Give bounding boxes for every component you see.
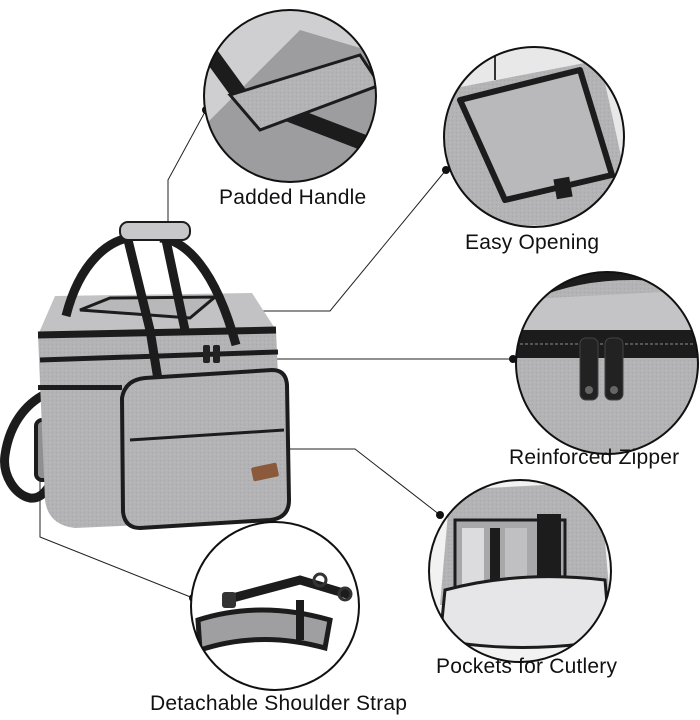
leader-line-handle bbox=[167, 109, 207, 229]
callout-detachable-shoulder-strap: Detachable Shoulder Strap bbox=[150, 692, 408, 715]
callout-reinforced-zipper: Reinforced Zipper bbox=[509, 446, 680, 469]
cooler-bag bbox=[0, 221, 292, 531]
detail-circle-reinforced-zipper bbox=[515, 271, 699, 455]
detail-circle-shoulder-strap bbox=[190, 521, 360, 691]
leader-dot-zipper bbox=[509, 355, 517, 363]
callout-easy-opening: Easy Opening bbox=[465, 231, 600, 254]
callout-padded-handle: Padded Handle bbox=[219, 186, 367, 209]
callout-pockets-for-cutlery: Pockets for Cutlery bbox=[436, 655, 618, 678]
brand-tag bbox=[251, 462, 279, 482]
leader-dot-opening bbox=[442, 166, 450, 174]
detail-circle-pockets bbox=[428, 479, 612, 663]
detail-circle-easy-opening bbox=[443, 46, 625, 228]
detail-circle-padded-handle bbox=[203, 9, 377, 183]
leader-dot-pockets bbox=[436, 511, 444, 519]
padded-handle-grip bbox=[119, 221, 191, 241]
